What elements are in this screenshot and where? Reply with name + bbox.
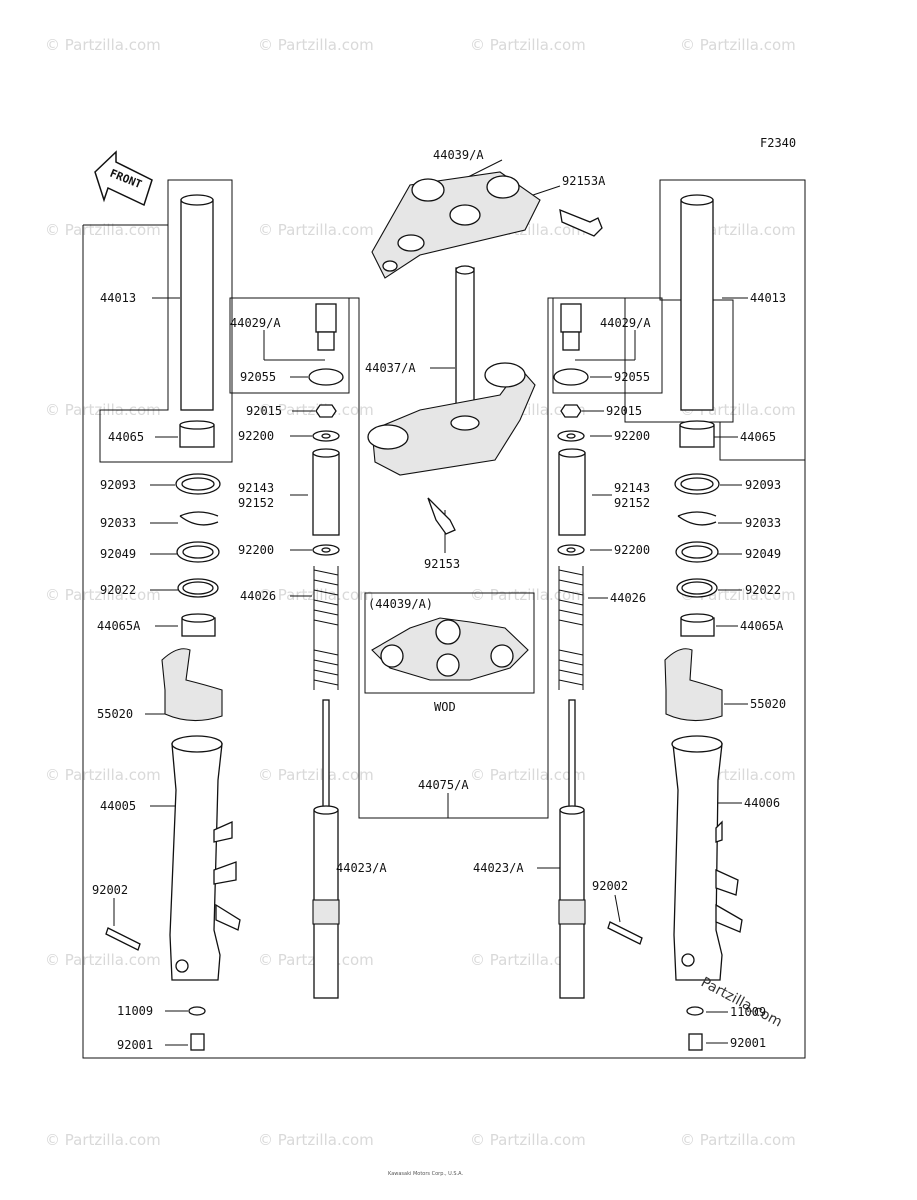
cap-subgroup-right [552, 297, 663, 394]
label-44065a-left: 44065A [97, 619, 141, 633]
label-44065-left: 44065 [108, 430, 144, 444]
label-92143-left: 92143 [238, 481, 274, 495]
label-92055-left: 92055 [240, 370, 276, 384]
watermark: © Partzilla.com [258, 401, 374, 419]
label-44006: 44006 [744, 796, 780, 810]
label-44026-left: 44026 [240, 589, 276, 603]
label-92200-right-bottom: 92200 [614, 543, 650, 557]
watermark: © Partzilla.com [470, 1131, 586, 1149]
label-92200-right-top: 92200 [614, 429, 650, 443]
steering-stem [367, 265, 536, 535]
label-92015-left: 92015 [246, 404, 282, 418]
part-labels: 44039/A 92153A 44013 44013 44029/A 44029… [92, 148, 786, 1052]
watermark: © Partzilla.com [470, 766, 586, 784]
watermark: © Partzilla.com [680, 1131, 796, 1149]
label-55020-right: 55020 [750, 697, 786, 711]
label-92049-right: 92049 [745, 547, 781, 561]
label-44005: 44005 [100, 799, 136, 813]
watermark: © Partzilla.com [258, 586, 374, 604]
seal-stack-left [175, 473, 221, 637]
watermark: © Partzilla.com [258, 36, 374, 54]
label-44039a: 44039/A [433, 148, 484, 162]
label-92093-right: 92093 [745, 478, 781, 492]
label-44026-right: 44026 [610, 591, 646, 605]
label-44029a-left: 44029/A [230, 316, 281, 330]
label-92015-right: 92015 [606, 404, 642, 418]
cap-subgroup-left [229, 297, 350, 394]
label-92022-left: 92022 [100, 583, 136, 597]
seal-stack-right [674, 473, 720, 637]
fork-guard-left [161, 648, 223, 722]
spacer-spring-left [312, 448, 340, 690]
label-92093-left: 92093 [100, 478, 136, 492]
label-44037a: 44037/A [365, 361, 416, 375]
label-44013-right: 44013 [750, 291, 786, 305]
watermark: © Partzilla.com [45, 766, 161, 784]
watermark: © Partzilla.com [45, 586, 161, 604]
label-92022-right: 92022 [745, 583, 781, 597]
label-92153: 92153 [424, 557, 460, 571]
variant-bracket [371, 617, 529, 681]
watermark: © Partzilla.com [45, 221, 161, 239]
watermark: © Partzilla.com [45, 1131, 161, 1149]
watermark: © Partzilla.com [680, 36, 796, 54]
label-92200-left-bottom: 92200 [238, 543, 274, 557]
label-55020-left: 55020 [97, 707, 133, 721]
fork-guard-right [664, 648, 723, 722]
spacer-spring-right [557, 448, 586, 690]
watermark: © Partzilla.com [258, 221, 374, 239]
damper-rod-left [312, 699, 340, 999]
watermark: © Partzilla.com [470, 36, 586, 54]
label-44075a: 44075/A [418, 778, 469, 792]
label-44029a-right: 44029/A [600, 316, 651, 330]
watermark: © Partzilla.com [45, 951, 161, 969]
label-92033-right: 92033 [745, 516, 781, 530]
label-92049-left: 92049 [100, 547, 136, 561]
label-92001-right: 92001 [730, 1036, 766, 1050]
variant-box [364, 592, 535, 694]
label-44023a-right: 44023/A [473, 861, 524, 875]
watermark: © Partzilla.com [470, 586, 586, 604]
label-92200-left-top: 92200 [238, 429, 274, 443]
label-11009-right: 11009 [730, 1005, 766, 1019]
inner-tube-right [679, 194, 715, 448]
outer-tube-left [169, 735, 241, 981]
label-44013-left: 44013 [100, 291, 136, 305]
upper-fork-bracket [371, 171, 603, 279]
damper-rod-right [558, 699, 586, 999]
watermark: © Partzilla.com [470, 951, 586, 969]
figure-code: F2340 [760, 136, 796, 150]
watermark: © Partzilla.com [45, 36, 161, 54]
label-92152-left: 92152 [238, 496, 274, 510]
bottom-hardware-left [105, 927, 206, 1051]
label-44065-right: 44065 [740, 430, 776, 444]
inner-tube-left [179, 194, 215, 448]
label-92055-right: 92055 [614, 370, 650, 384]
watermark: © Partzilla.com [258, 766, 374, 784]
label-92143-right: 92143 [614, 481, 650, 495]
fork-cap-left [308, 303, 344, 442]
label-44023a-left: 44023/A [336, 861, 387, 875]
label-92002-left: 92002 [92, 883, 128, 897]
copyright-footer: Kawasaki Motors Corp., U.S.A. [388, 1171, 463, 1177]
label-92033-left: 92033 [100, 516, 136, 530]
front-arrow-icon: FRONT [94, 150, 153, 207]
label-11009-left: 11009 [117, 1004, 153, 1018]
bottom-hardware-right [607, 921, 704, 1051]
partzilla-stamp: Partzilla.com [698, 974, 785, 1030]
label-92001-left: 92001 [117, 1038, 153, 1052]
watermark: © Partzilla.com [258, 1131, 374, 1149]
label-92152-right: 92152 [614, 496, 650, 510]
outer-tube-right [671, 735, 743, 981]
label-wod: WOD [434, 700, 456, 714]
label-92153a: 92153A [562, 174, 606, 188]
assembly-boundary [82, 179, 806, 1059]
label-44039a-variant: (44039/A) [368, 597, 433, 611]
fork-cap-right [553, 303, 589, 442]
label-44065a-right: 44065A [740, 619, 784, 633]
label-92002-right: 92002 [592, 879, 628, 893]
